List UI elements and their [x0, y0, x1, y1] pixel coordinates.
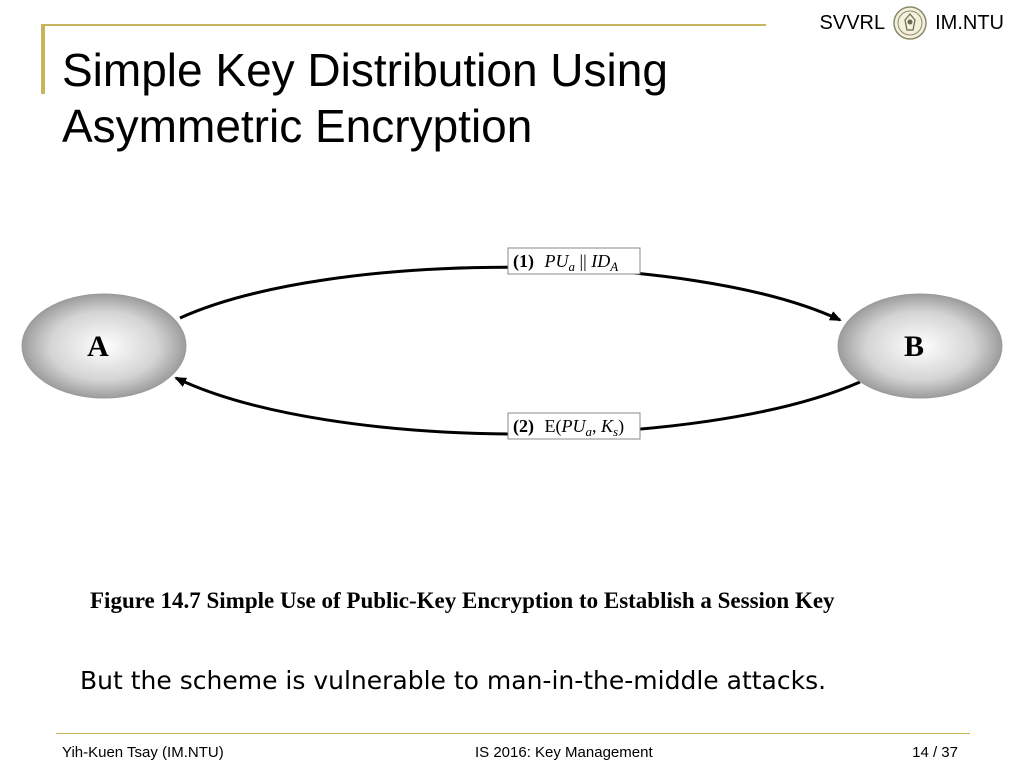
node-b-label: B: [904, 330, 924, 363]
org-name: IM.NTU: [935, 11, 1004, 34]
footer-page-number: 14 / 37: [912, 744, 958, 761]
message-2-label: (2) E(PUa, Ks): [507, 412, 641, 440]
footer-course: IS 2016: Key Management: [475, 744, 653, 761]
page-total: / 37: [932, 744, 958, 761]
slide-note: But the scheme is vulnerable to man-in-t…: [80, 666, 827, 695]
title-line-1: Simple Key Distribution Using: [62, 44, 668, 96]
header-branding: SVVRL IM.NTU: [820, 6, 1004, 40]
node-b: B: [837, 293, 1003, 399]
key-distribution-diagram: A B (1) PUa || IDA (2) E(PUa, Ks): [21, 247, 1003, 440]
slide-title: Simple Key Distribution Using Asymmetric…: [62, 42, 782, 154]
university-seal-icon: [893, 6, 927, 40]
svg-text:(1) PUa || IDA: (1) PUa || IDA: [513, 251, 618, 274]
message-1-step: (1): [513, 251, 534, 272]
title-accent-bar: [41, 24, 45, 94]
node-a-label: A: [87, 330, 109, 363]
page-current: 14: [912, 744, 929, 761]
footer-author: Yih-Kuen Tsay (IM.NTU): [62, 744, 224, 761]
title-line-2: Asymmetric Encryption: [62, 100, 533, 152]
arrow-a-to-b: [179, 265, 842, 322]
message-2-step: (2): [513, 416, 534, 437]
message-1-label: (1) PUa || IDA: [507, 247, 641, 275]
svg-text:(2) E(PUa, Ks): (2) E(PUa, Ks): [513, 416, 624, 439]
node-a: A: [21, 293, 187, 399]
header-rule: [44, 24, 766, 26]
footer-rule: [56, 733, 970, 734]
lab-name: SVVRL: [819, 11, 886, 34]
figure-caption: Figure 14.7 Simple Use of Public-Key Enc…: [90, 588, 835, 613]
